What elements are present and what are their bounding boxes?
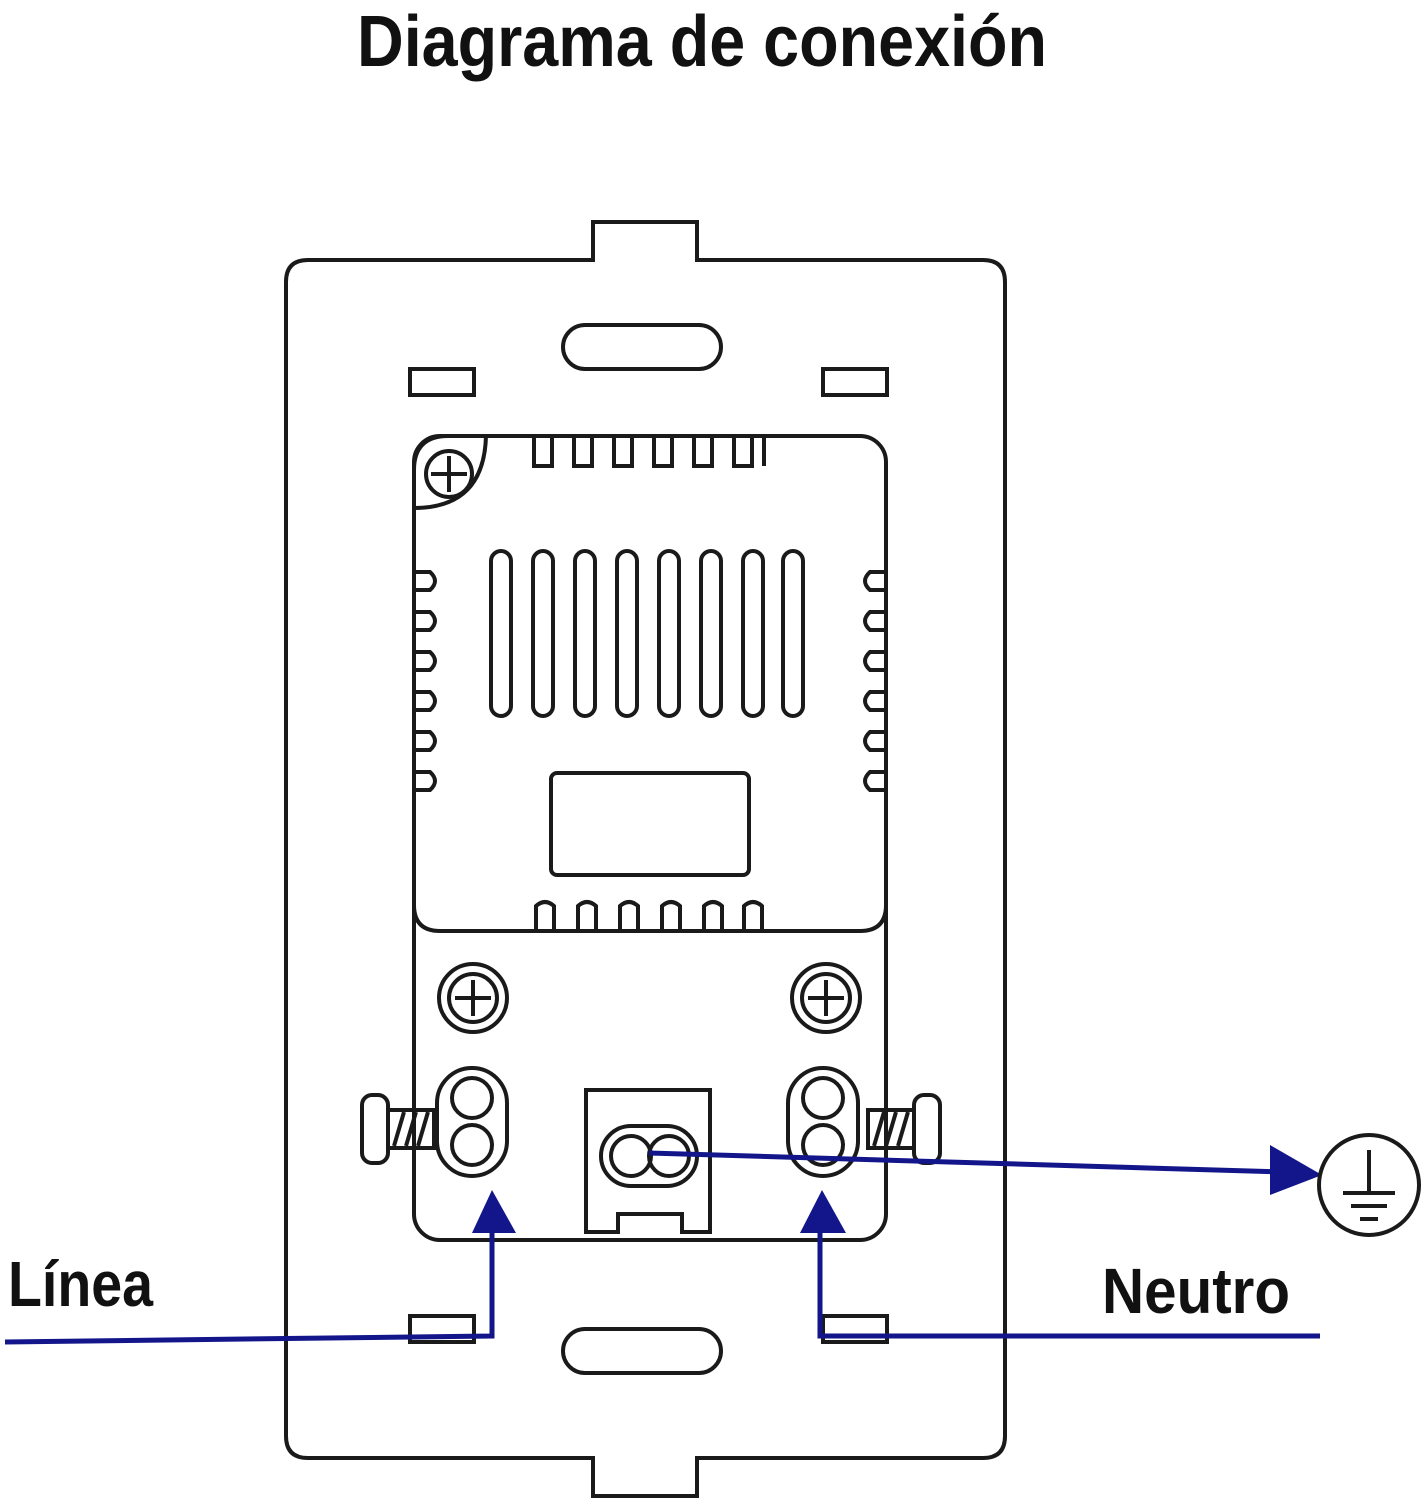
- line-terminal: [360, 1066, 509, 1178]
- plate-tab: [821, 367, 889, 397]
- phillips-screw-icon: [790, 962, 862, 1034]
- line-wire: [4, 1190, 516, 1345]
- switch-body: [412, 434, 888, 1242]
- neutral-label: Neutro: [1102, 1255, 1290, 1327]
- mounting-slot-top: [561, 323, 723, 371]
- line-label: Línea: [8, 1248, 153, 1320]
- neutral-terminal: [786, 1066, 942, 1178]
- vent-slots: [489, 549, 805, 718]
- wall-plate: [284, 220, 1007, 1498]
- side-teeth-left: [414, 570, 437, 792]
- ground-icon: [1317, 1133, 1421, 1237]
- diagram-title: Diagrama de conexión: [357, 2, 1047, 82]
- ground-terminal: [584, 1088, 712, 1234]
- side-teeth-right: [863, 570, 886, 792]
- plate-tab: [408, 367, 476, 397]
- mounting-slot-bottom: [561, 1327, 723, 1375]
- label-window: [549, 771, 751, 877]
- phillips-screw-icon: [424, 449, 474, 499]
- ground-wire: [648, 1145, 1322, 1195]
- plate-tab: [408, 1314, 476, 1344]
- phillips-screw-icon: [437, 962, 509, 1034]
- neutral-wire: [800, 1190, 1320, 1339]
- plate-tab: [821, 1314, 889, 1344]
